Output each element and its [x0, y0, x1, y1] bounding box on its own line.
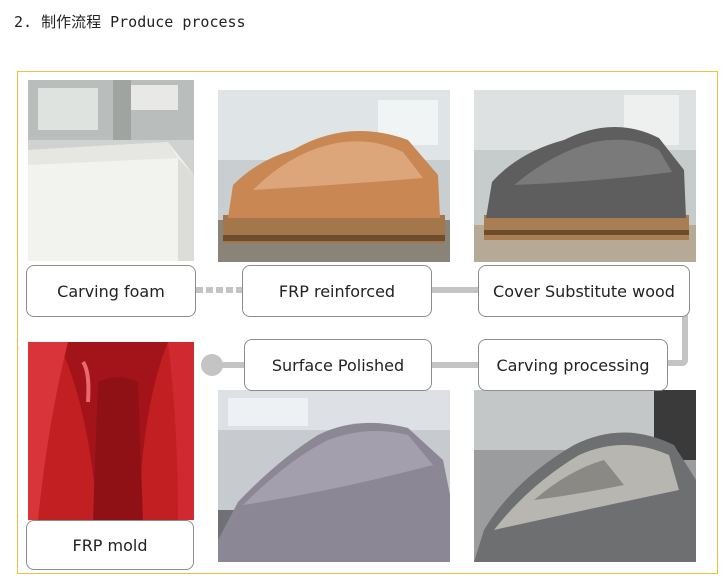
- step-label-cover-substitute-wood: Cover Substitute wood: [478, 265, 690, 317]
- connector-frp-cover: [432, 287, 480, 293]
- connector-carving-polished: [432, 362, 480, 368]
- orange-frp-mold-on-pallet-photo: [218, 90, 450, 262]
- cnc-carving-machine-photo: [474, 390, 696, 562]
- step-label-carving-processing: Carving processing: [478, 339, 668, 391]
- step-label-carving-foam: Carving foam: [26, 265, 196, 317]
- grey-polished-plug-photo: [218, 390, 450, 562]
- section-heading: 2. 制作流程 Produce process: [14, 11, 246, 32]
- step-label-frp-reinforced: FRP reinforced: [242, 265, 432, 317]
- white-foam-block-photo: [28, 80, 194, 261]
- connector-end-dot: [201, 354, 223, 376]
- connector-cover-carving-vertical: [682, 314, 688, 366]
- red-frp-mold-photo: [28, 342, 194, 520]
- step-label-frp-mold: FRP mold: [26, 520, 194, 570]
- step-label-surface-polished: Surface Polished: [244, 339, 432, 391]
- connector-foam-frp: [196, 287, 244, 293]
- grey-covered-mold-on-pallet-photo: [474, 90, 696, 262]
